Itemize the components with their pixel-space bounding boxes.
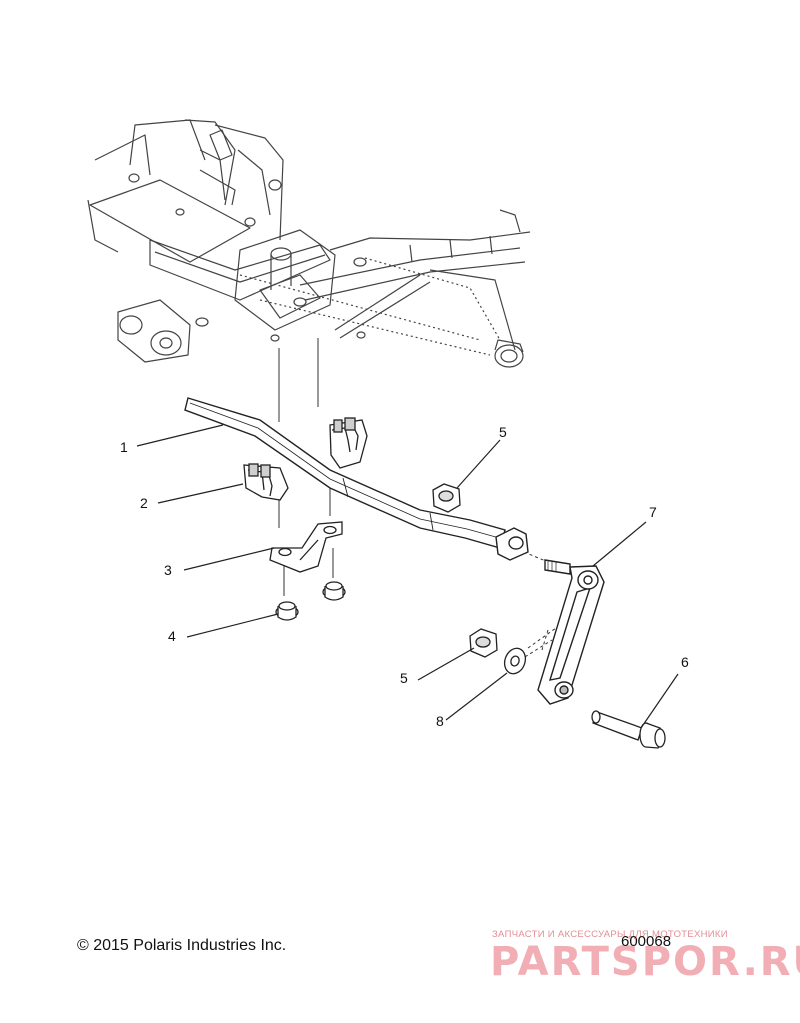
washer (503, 647, 527, 675)
bushing-upper (329, 417, 368, 469)
stabilizer-link (537, 559, 605, 705)
callout-1: 1 (120, 439, 128, 455)
copyright-notice: © 2015 Polaris Industries Inc. (77, 937, 287, 954)
stabilizer-bar (184, 397, 529, 561)
lock-nut-upper (432, 483, 461, 513)
watermark-tagline: ЗАПЧАСТИ И АКСЕССУАРЫ ДЛЯ МОТОТЕХНИКИ (492, 929, 728, 940)
callout-6: 6 (681, 654, 689, 670)
flange-bolt (591, 710, 666, 749)
flange-nut-left (275, 601, 299, 621)
callout-5-lower: 5 (400, 670, 408, 686)
figure-number: 600068 (621, 933, 672, 950)
bushing-lower (243, 463, 289, 501)
watermark-logo: PARTSPOR.RU (490, 939, 800, 985)
callout-2: 2 (140, 495, 148, 511)
callout-8: 8 (436, 713, 444, 729)
assembly-lines (278, 338, 557, 661)
flange-nut-right (322, 581, 346, 601)
callout-leaders (136, 424, 679, 729)
callout-5-upper: 5 (499, 424, 507, 440)
clamp-bracket (269, 521, 343, 573)
callout-7: 7 (649, 504, 657, 520)
callout-4: 4 (168, 628, 176, 644)
chassis-frame (87, 119, 531, 368)
callout-labels: 1 2 3 4 5 5 6 7 8 (120, 424, 689, 729)
callout-3: 3 (164, 562, 172, 578)
lock-nut-lower (469, 628, 498, 658)
